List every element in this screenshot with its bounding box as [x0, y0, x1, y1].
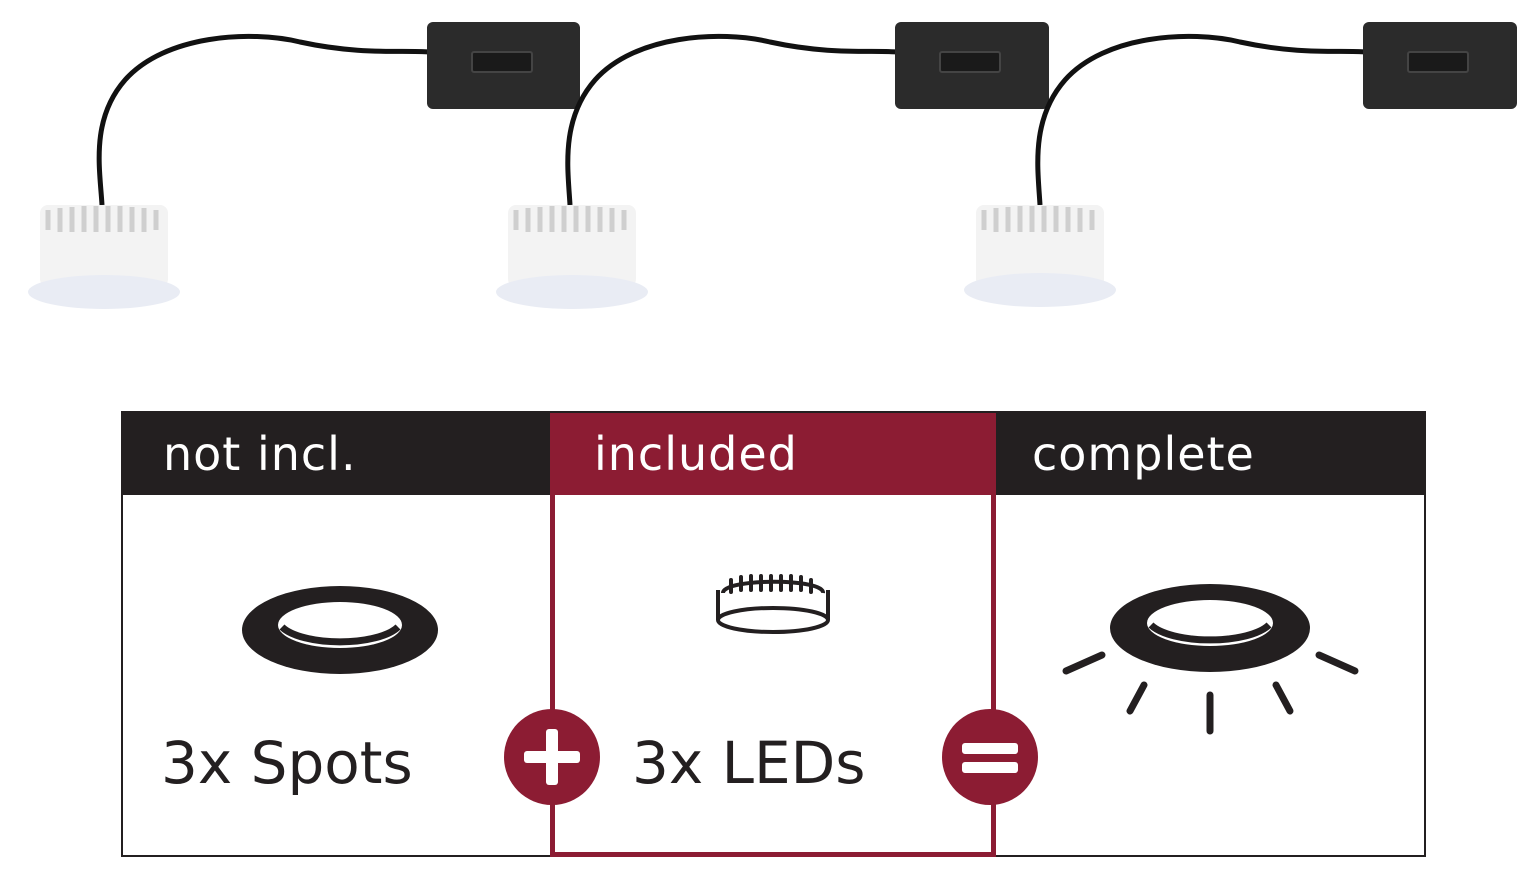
header-not-included: not incl.: [123, 413, 550, 495]
spot-ring-icon: [242, 586, 438, 674]
lit-spot-icon: [1062, 584, 1359, 735]
info-panel: not incl. included complete 3x Spots 3x …: [121, 411, 1426, 857]
equals-icon: [942, 709, 1038, 805]
header-complete: complete: [996, 413, 1424, 495]
led-module-icon: [716, 574, 830, 634]
led-unit-2: [496, 22, 1049, 309]
led-unit-1: [28, 22, 580, 309]
included-box: [550, 493, 996, 857]
caption-leds: 3x LEDs: [632, 729, 866, 797]
caption-spots: 3x Spots: [161, 729, 413, 797]
header-included: included: [550, 413, 996, 495]
led-unit-3: [964, 22, 1517, 307]
plus-icon: [504, 709, 600, 805]
product-photo: [28, 22, 1517, 309]
